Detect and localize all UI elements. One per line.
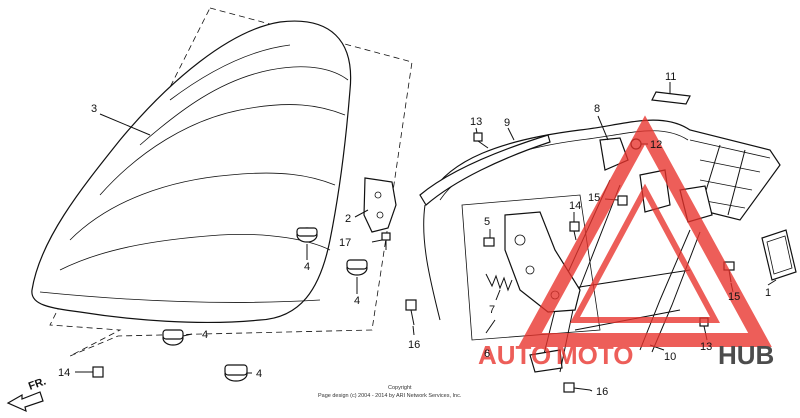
callout-4-d: 4 (256, 368, 262, 380)
seat-bracket[interactable] (363, 177, 397, 233)
bolt-14-left[interactable] (80, 366, 104, 378)
callout-10: 10 (664, 351, 676, 363)
bolt-15-middle[interactable] (617, 195, 628, 206)
front-direction-arrow (6, 391, 44, 413)
bolt-14-middle[interactable] (569, 221, 580, 241)
callout-numbers: 3 2 17 4 4 4 4 14 13 9 8 11 12 15 14 5 7… (58, 71, 771, 398)
callout-13-lower: 13 (700, 341, 712, 353)
copyright-notice: Page design (c) 2004 - 2014 by ARI Netwo… (318, 393, 462, 399)
callout-5: 5 (484, 216, 490, 228)
callout-7: 7 (489, 304, 495, 316)
copyright-title: Copyright (388, 385, 412, 391)
bolt-16-lower[interactable] (563, 382, 591, 393)
plate-11[interactable] (651, 91, 691, 105)
callout-17: 17 (339, 237, 351, 249)
callout-16-lower: 16 (596, 386, 608, 398)
side-bar[interactable] (419, 134, 551, 321)
front-direction-label: FR. (27, 375, 48, 392)
callout-1: 1 (765, 287, 771, 299)
bolt-5[interactable] (483, 237, 495, 247)
callout-9: 9 (504, 117, 510, 129)
rubber-cushion-d[interactable] (224, 364, 248, 382)
seat[interactable] (31, 20, 352, 324)
callout-14-middle: 14 (569, 200, 581, 212)
callout-3: 3 (91, 103, 97, 115)
callout-16-left: 16 (408, 339, 420, 351)
watermark-text-moto: MOTO (556, 340, 634, 370)
callout-15-middle: 15 (588, 192, 600, 204)
bolt-17[interactable] (381, 232, 391, 250)
callout-15-right: 15 (728, 291, 740, 303)
watermark-text-auto: AUTO (478, 340, 551, 370)
callout-4-a: 4 (304, 261, 310, 273)
reflector[interactable] (761, 229, 797, 281)
bolt-13-upper[interactable] (473, 132, 489, 149)
seat-group-outline (49, 7, 413, 357)
callout-8: 8 (594, 103, 600, 115)
callout-6: 6 (484, 348, 490, 360)
callout-14-left: 14 (58, 367, 70, 379)
callout-2: 2 (345, 213, 351, 225)
bracket-assembly-outline (461, 194, 601, 341)
watermark-logo: AUTO MOTO HUB (478, 115, 774, 370)
callout-11: 11 (665, 71, 676, 83)
spring[interactable] (485, 273, 513, 292)
callout-13-upper: 13 (470, 116, 482, 128)
callout-12: 12 (650, 139, 662, 151)
callout-4-c: 4 (202, 329, 208, 341)
rubber-cushion-b[interactable] (346, 259, 368, 276)
rubber-cushion-a[interactable] (296, 227, 318, 243)
callout-4-b: 4 (354, 295, 360, 307)
rubber-cushion-c[interactable] (162, 329, 184, 346)
watermark-text-hub: HUB (718, 340, 774, 370)
bolt-16-left[interactable] (405, 299, 417, 326)
